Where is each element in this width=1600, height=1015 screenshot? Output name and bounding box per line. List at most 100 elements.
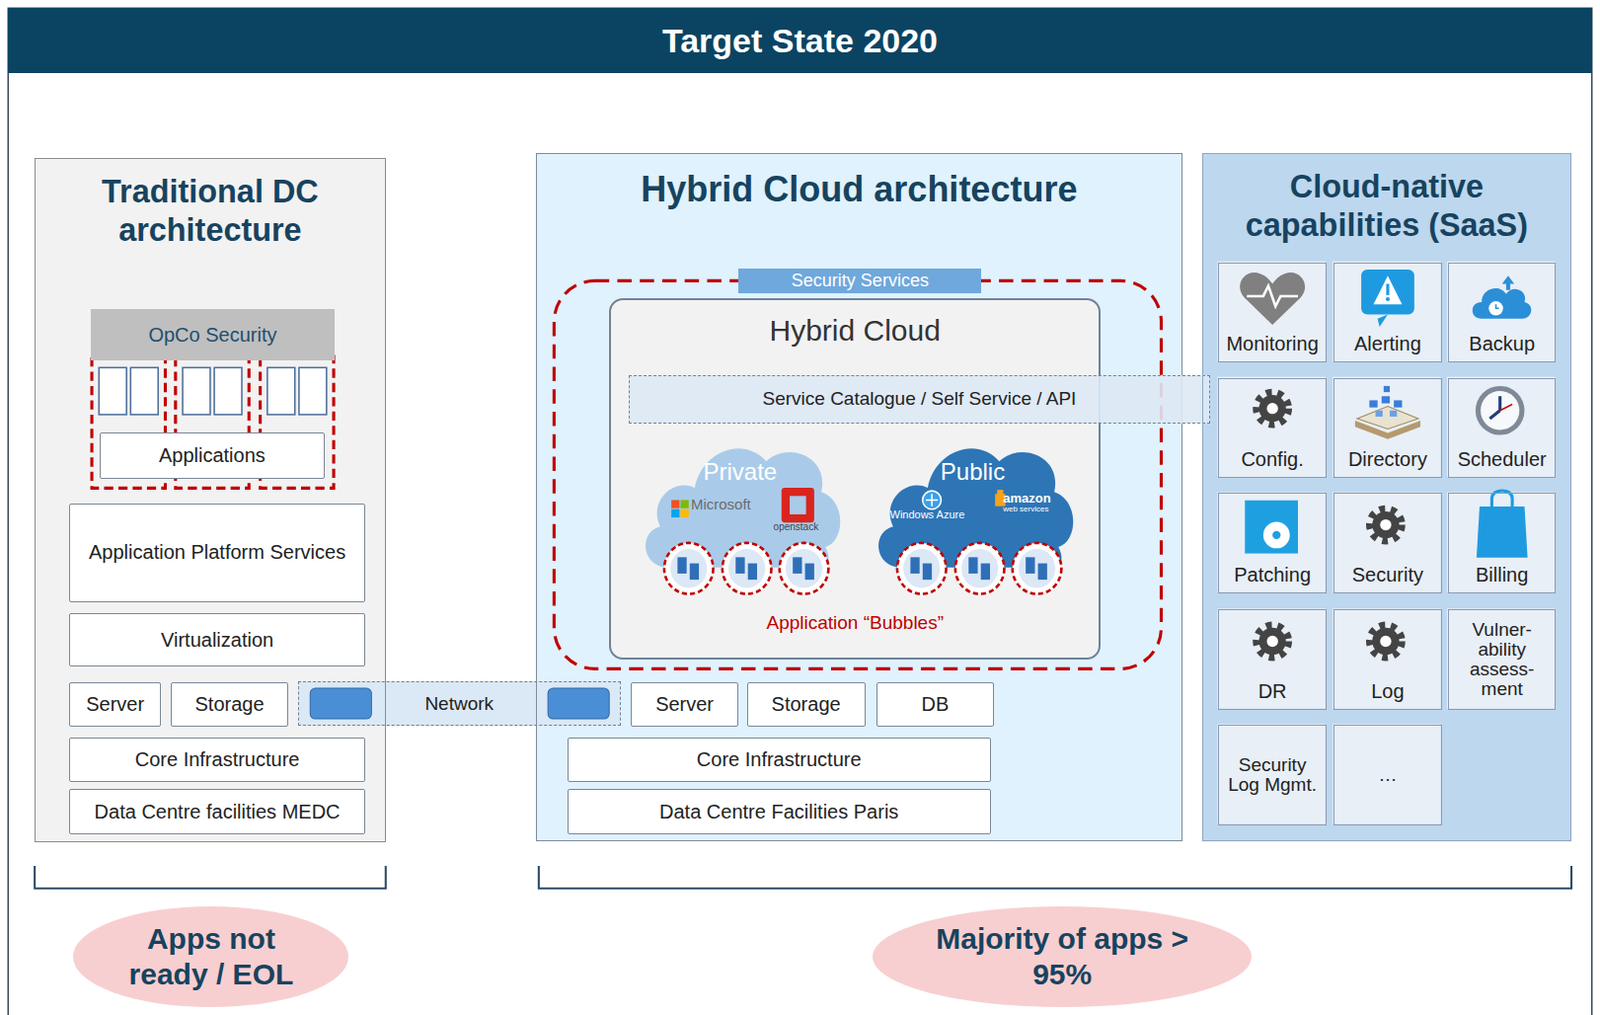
- cloud-shape: [1037, 563, 1047, 581]
- box-label: Alerting: [1354, 332, 1422, 356]
- box-label: Hybrid Cloud architecture: [630, 167, 1087, 211]
- diagram-box: DR: [1218, 609, 1327, 709]
- box-label: Traditional DC architecture: [35, 172, 385, 250]
- diagram-box: Vulner- ability assess- ment: [1447, 609, 1557, 709]
- box-label: OpCo Security: [148, 323, 277, 347]
- box-label: Data Centre facilities MEDC: [94, 800, 341, 824]
- diagram-box: Security Log Mgmt.: [1218, 724, 1327, 825]
- patching-icon: [1244, 500, 1298, 554]
- cloud-shape: [722, 542, 772, 595]
- tile-fills: [1217, 261, 1326, 362]
- diagram-box: Security Services: [738, 268, 982, 294]
- directory-icon: [1357, 406, 1419, 430]
- network-pills: [309, 687, 610, 719]
- alerting-icon: [1377, 314, 1388, 327]
- box-label: Log: [1371, 680, 1404, 703]
- diagram-box: Core Infrastructure: [69, 737, 366, 783]
- panel-fills: [608, 297, 1100, 659]
- directory-icon: [1375, 410, 1383, 417]
- box-label: Scheduler: [1457, 448, 1547, 471]
- backup-icon: [1488, 301, 1503, 315]
- box-label: Apps not ready / EOL: [116, 920, 305, 992]
- box-label: DB: [921, 692, 950, 716]
- billing-icon: [1476, 490, 1528, 558]
- cloud-shape: [635, 426, 845, 601]
- diagram-box: Alerting: [1333, 262, 1443, 363]
- box-label: DR: [1258, 680, 1288, 703]
- box-label: Network: [424, 692, 494, 715]
- backup-icon: [1472, 275, 1532, 318]
- backup-icon: [1496, 304, 1500, 308]
- scheduler-icon: [1489, 395, 1500, 419]
- app-slots: [214, 367, 242, 415]
- box-label: Storage: [771, 692, 841, 716]
- panel-fills: [535, 152, 1183, 841]
- logo-label: openstack: [773, 522, 820, 533]
- diagram-box: Network: [298, 681, 621, 727]
- box-label: Storage: [195, 692, 265, 716]
- scheduler-icon: [1475, 385, 1525, 436]
- billing-icon: [1476, 506, 1528, 558]
- cloud-shape: [792, 556, 802, 574]
- box-label: Patching: [1233, 563, 1311, 587]
- box-label: Billing: [1475, 563, 1528, 587]
- brackets: [34, 865, 386, 889]
- title-bar: Target State 2020: [7, 7, 1593, 74]
- diagram-box: Cloud-native capabilities (SaaS)Monitori…: [1202, 152, 1572, 841]
- diagram-box: Billing: [1447, 492, 1557, 593]
- cloud-shape: [921, 563, 931, 581]
- brackets: [538, 865, 1572, 889]
- cloud-shape: [781, 487, 815, 523]
- app-slots: [98, 367, 327, 415]
- cloud-shape: [961, 548, 998, 588]
- diagram-box: Storage: [747, 682, 866, 728]
- scheduler-icon: [1500, 404, 1513, 411]
- box-label: Security Services: [791, 270, 929, 292]
- cloud-shape: [903, 548, 940, 588]
- diagram-box: Apps not ready / EOL: [73, 906, 349, 1006]
- cloud-shape: [671, 500, 680, 509]
- directory-icon: [1369, 399, 1377, 407]
- cloud-shape: [804, 563, 814, 581]
- cloud-shape: [910, 556, 919, 574]
- box-label: Cloud-native capabilities (SaaS): [1203, 167, 1571, 245]
- logo-label: web services: [1002, 505, 1049, 514]
- diagram-box: Data Centre facilities MEDC: [69, 788, 366, 835]
- scheduler-icon: [1480, 390, 1520, 430]
- page-frame: [7, 7, 1592, 1015]
- box-label: Backup: [1468, 332, 1535, 356]
- diagram-box: Scheduler: [1447, 378, 1557, 478]
- diagram-box: Majority of apps > 95%: [872, 906, 1253, 1006]
- alerting-icon: [1361, 269, 1415, 315]
- diagram-box: Config.: [1218, 378, 1327, 478]
- cloud-shape: [1025, 556, 1035, 574]
- panel-fills: [298, 681, 621, 727]
- cloud-shape: [748, 563, 758, 581]
- cloud-shape: [924, 493, 937, 506]
- alerting-icon: [1385, 284, 1389, 296]
- cloud-shape: [1011, 542, 1062, 595]
- network-pills: [547, 687, 610, 719]
- box-label: Data Centre Facilities Paris: [659, 800, 899, 824]
- cloud-shape: [677, 556, 686, 574]
- diagram-box: Directory: [1333, 378, 1443, 478]
- gear-icons: [1256, 625, 1289, 658]
- box-label: Vulner- ability assess- ment: [1451, 619, 1553, 699]
- diagram-box: Private: [635, 426, 845, 601]
- cloud-shape: [670, 548, 707, 588]
- box-label: Majority of apps > 95%: [926, 920, 1199, 992]
- cloud-shape: [921, 490, 941, 510]
- diagram-box: OpCo Security: [90, 308, 335, 361]
- diagram-box: Data Centre Facilities Paris: [567, 788, 991, 835]
- cloud-shape: [779, 542, 830, 595]
- directory-icon: [1383, 385, 1390, 392]
- app-slots: [98, 367, 127, 415]
- tile-fills: [1332, 723, 1442, 824]
- alerting-icon: [1385, 297, 1390, 302]
- tile-fills: [1217, 723, 1326, 824]
- diagram-box: …: [1333, 724, 1443, 825]
- box-label: Config.: [1240, 448, 1303, 471]
- cloud-shape: [996, 489, 1003, 495]
- box-label: Server: [655, 692, 714, 716]
- diagram-box: Backup: [1447, 262, 1557, 363]
